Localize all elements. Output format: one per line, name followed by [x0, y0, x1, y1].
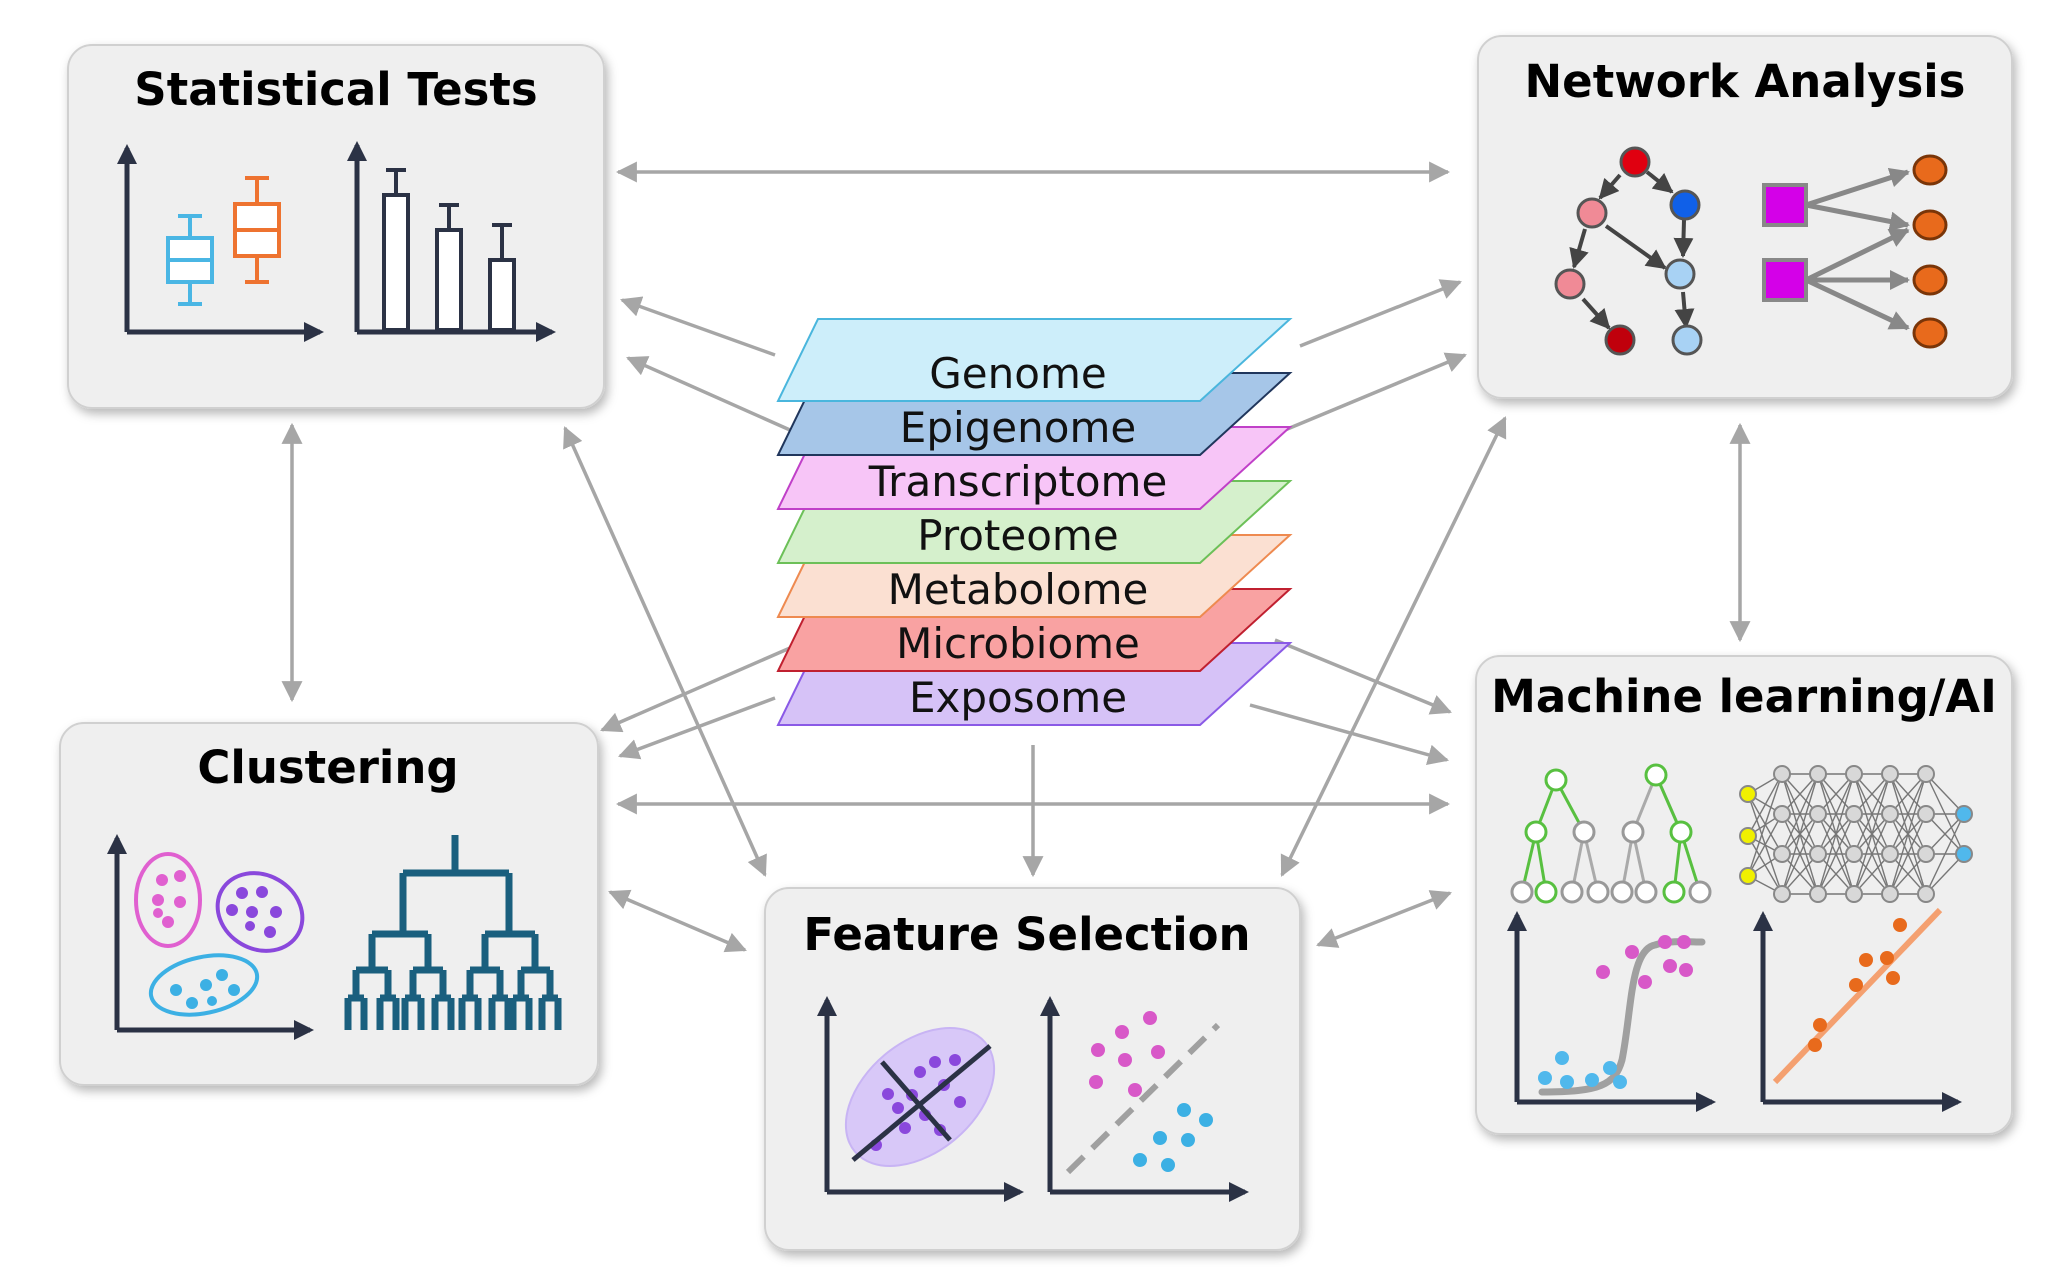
nn-node [1809, 885, 1827, 903]
nn-node [1809, 845, 1827, 863]
regression-plot-icon [1753, 907, 1962, 1112]
pca-ellipse-icon [817, 996, 1024, 1202]
arrow-network-clustering-via-feature [1280, 416, 1507, 877]
directed-graph-icon [1554, 146, 1703, 356]
machine-learning-title: Machine learning/AI [1491, 670, 1997, 723]
nn-node [1739, 827, 1757, 845]
sigmoid-plot-icon [1507, 911, 1716, 1112]
nn-node [1739, 785, 1757, 803]
nn-node [1809, 765, 1827, 783]
arrow-layers-network-1 [1299, 279, 1462, 348]
nn-node [1845, 845, 1863, 863]
boxplot-icon [117, 144, 324, 342]
arrow-feature-ml [1316, 890, 1452, 948]
neural-network-icon [1739, 765, 1973, 903]
layer-epigenome-label: Epigenome [900, 403, 1136, 452]
nn-node [1881, 765, 1899, 783]
statistical-tests-box: Statistical Tests [67, 44, 605, 409]
nn-node [1917, 885, 1935, 903]
arrow-layers-stats-2 [626, 356, 791, 432]
nn-node [1955, 845, 1973, 863]
arrow-layers-network-2 [1284, 352, 1467, 432]
nn-node [1773, 765, 1791, 783]
network-analysis-box: Network Analysis [1477, 35, 2013, 399]
nn-node [1845, 805, 1863, 823]
nn-node [1881, 885, 1899, 903]
layer-genome-plate [776, 318, 1293, 402]
connector-arrows [281, 161, 1751, 953]
nn-node [1917, 765, 1935, 783]
layer-exposome-label: Exposome [909, 673, 1127, 722]
bar-chart-icon [347, 141, 556, 342]
nn-node [1773, 845, 1791, 863]
clustering-title: Clustering [197, 741, 458, 794]
nn-node [1881, 805, 1899, 823]
nn-node [1739, 867, 1757, 885]
nn-node [1955, 805, 1973, 823]
machine-learning-box: Machine learning/AI [1475, 655, 2013, 1135]
statistical-tests-title: Statistical Tests [134, 63, 537, 116]
nn-node [1881, 845, 1899, 863]
layer-proteome-label: Proteome [917, 511, 1118, 560]
nn-node [1773, 885, 1791, 903]
arrow-layers-stats-1 [620, 296, 776, 357]
nn-node [1845, 885, 1863, 903]
nn-node [1809, 805, 1827, 823]
clustering-box: Clustering [59, 722, 599, 1086]
layer-metabolome-label: Metabolome [888, 565, 1149, 614]
layer-genome-label: Genome [929, 349, 1106, 398]
arrow-layers-clustering-2 [618, 696, 776, 760]
dendrogram-icon [344, 835, 562, 1030]
arrow-layers-ml-2 [1249, 703, 1450, 766]
cluster-scatter-icon [107, 834, 314, 1040]
nn-node [1845, 765, 1863, 783]
layer-microbiome-label: Microbiome [896, 619, 1140, 668]
nn-node [1917, 805, 1935, 823]
separation-plot-icon [1040, 996, 1249, 1202]
arrow-stats-feature [563, 426, 767, 877]
arrow-clustering-feature [608, 889, 747, 953]
nn-node [1773, 805, 1791, 823]
decision-tree-icon [1510, 763, 1712, 904]
omics-layer-stack: Exposome Microbiome Metabolome Proteome … [776, 318, 1293, 726]
layer-transcriptome-label: Transcriptome [868, 457, 1168, 506]
arrow-layers-clustering-1 [600, 646, 791, 733]
bipartite-graph-icon [1762, 154, 1948, 349]
feature-selection-box: Feature Selection [764, 887, 1301, 1251]
layer-genome: Genome [776, 318, 1293, 402]
feature-selection-title: Feature Selection [803, 908, 1250, 961]
network-analysis-title: Network Analysis [1525, 55, 1966, 108]
nn-node [1917, 845, 1935, 863]
arrow-layers-ml-1 [1274, 638, 1452, 715]
